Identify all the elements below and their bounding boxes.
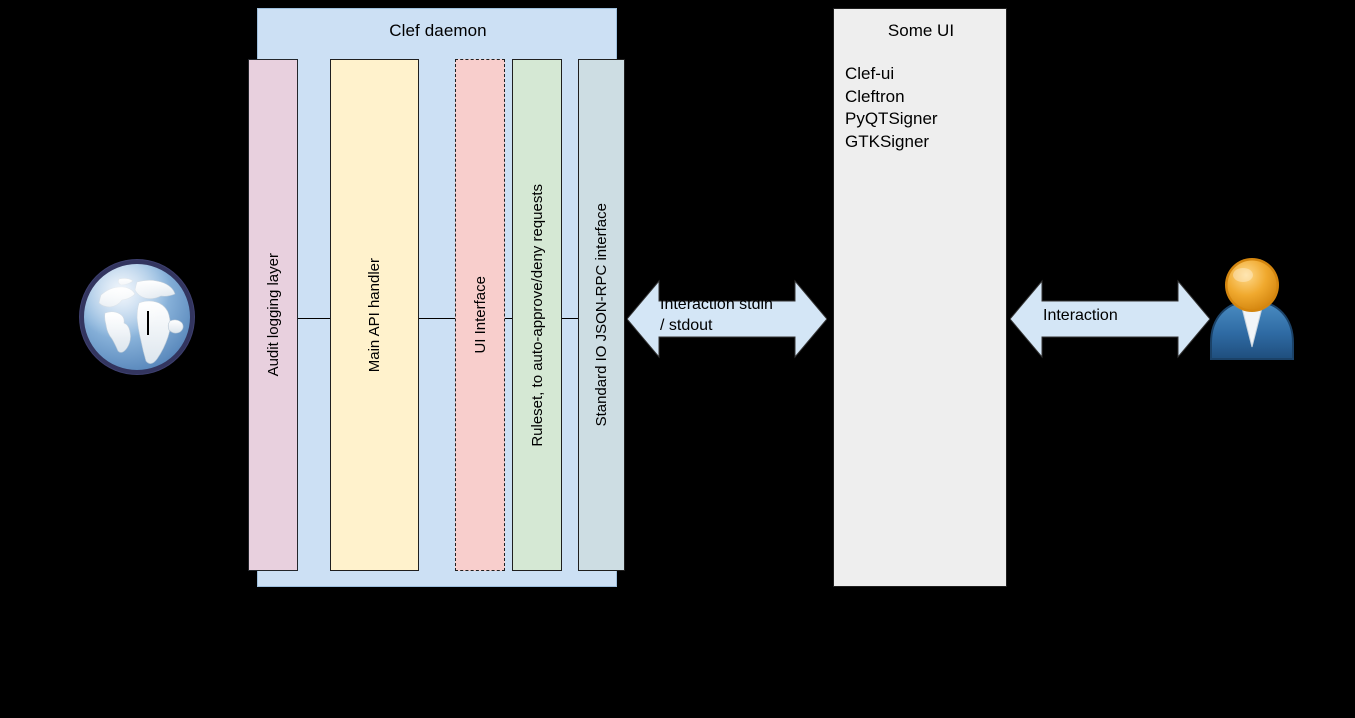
main-api-handler-label: Main API handler [366,257,383,373]
arrow-interaction-line1: Interaction [1043,307,1118,324]
ruleset-box[interactable]: Ruleset, to auto-approve/deny requests [512,59,562,571]
list-item: GTKSigner [845,131,930,151]
connector-line-api-ui [419,318,456,319]
arrow-interaction: Interaction [1010,277,1210,361]
some-ui-title: Some UI [887,21,955,40]
ui-interface-box[interactable]: UI Interface [455,59,505,571]
main-api-handler-box[interactable]: Main API handler [330,59,419,571]
audit-logging-layer-box[interactable]: Audit logging layer [248,59,298,571]
clef-daemon-container: Clef daemon [257,8,617,587]
list-item: Cleftron [845,86,905,106]
arrow-stdin-stdout: Interaction stdin / stdout [627,277,827,361]
connector-line-ui-ruleset [504,318,513,319]
list-item: PyQTSigner [845,109,938,128]
connector-line-audit-api [297,318,331,319]
arrow-stdin-stdout-line1: Interaction stdin [660,296,773,313]
ruleset-label: Ruleset, to auto-approve/deny requests [528,183,546,447]
connector-line-ruleset-stdio [561,318,579,319]
globe-icon [75,255,200,380]
audit-logging-layer-label: Audit logging layer [264,253,282,377]
arrow-stdin-stdout-label: Interaction stdin / stdout [660,294,805,336]
arrow-interaction-label: Interaction [1043,305,1188,326]
clef-daemon-title: Clef daemon [389,21,487,40]
arrow-stdin-stdout-line2: / stdout [660,317,713,334]
standard-io-jsonrpc-interface-box[interactable]: Standard IO JSON-RPC interface [578,59,625,571]
standard-io-jsonrpc-interface-label: Standard IO JSON-RPC interface [593,203,610,427]
user-icon [1203,255,1301,365]
list-item: Clef-ui [845,64,895,83]
ui-interface-label: UI Interface [471,276,489,354]
some-ui-panel: Some UI Clef-ui Cleftron PyQTSigner GTKS… [833,8,1007,587]
some-ui-list: Clef-ui Cleftron PyQTSigner GTKSigner [845,63,1005,153]
